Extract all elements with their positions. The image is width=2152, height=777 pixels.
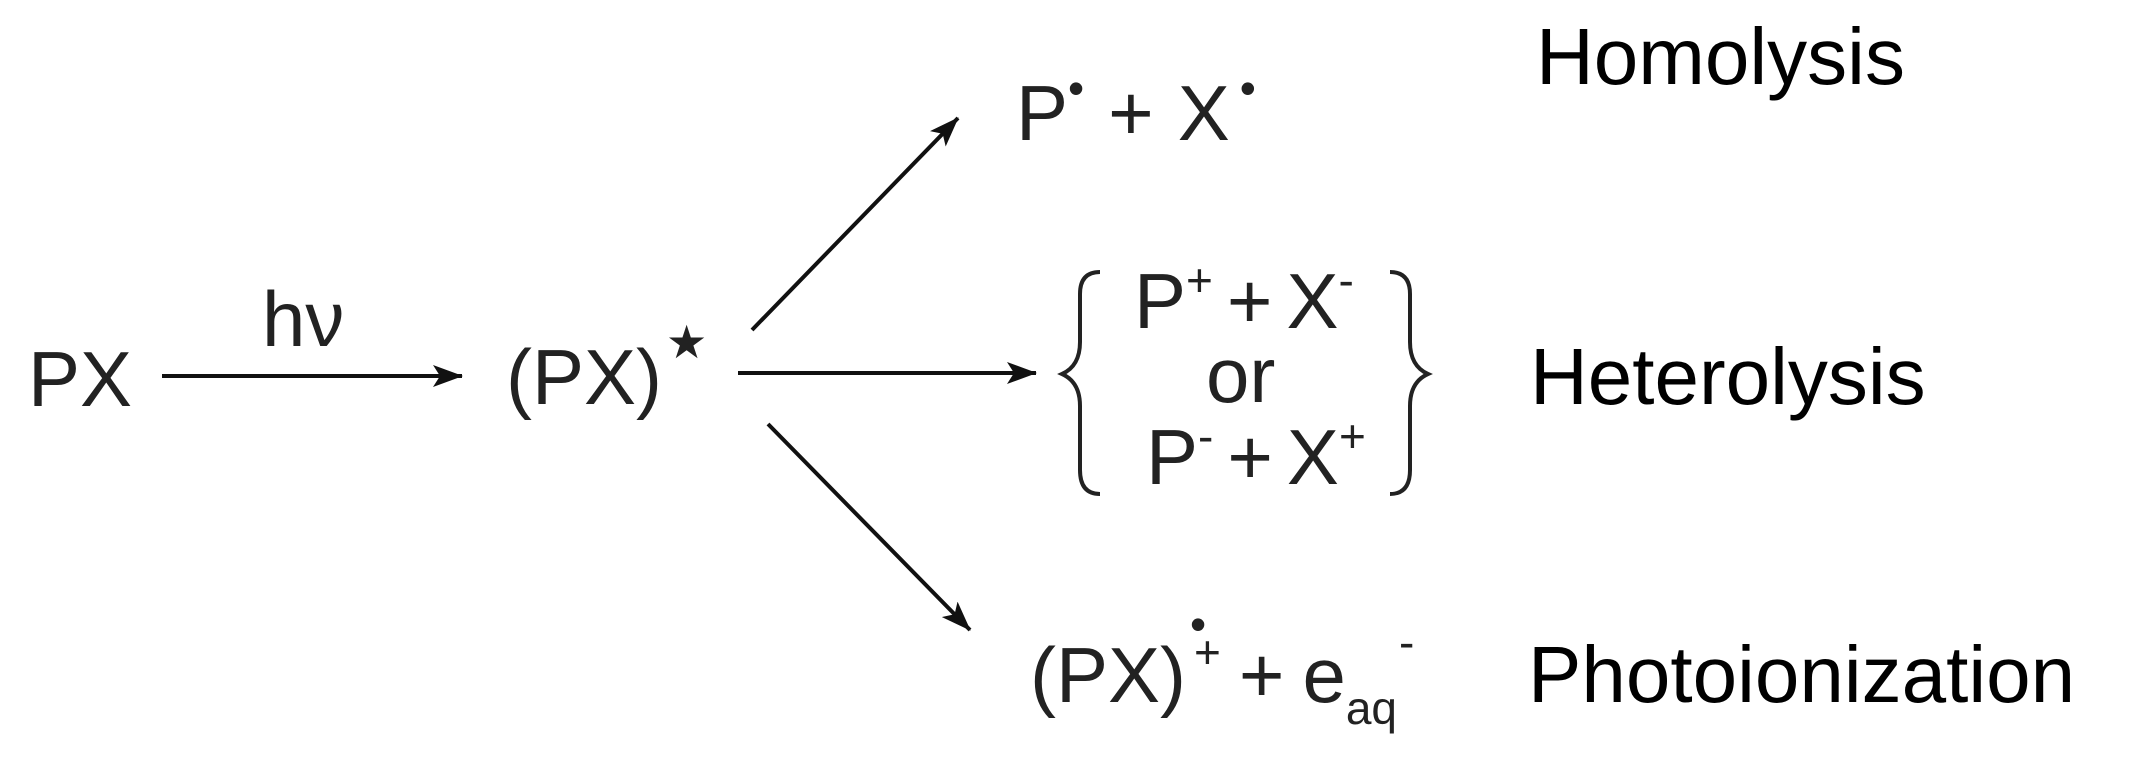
photoionization-cation: (PX) xyxy=(1030,631,1186,719)
heterolysis-right-brace xyxy=(1389,270,1433,496)
homolysis-label: Homolysis xyxy=(1536,12,1905,101)
photoionization-charge: + xyxy=(1194,626,1221,678)
excited-state-base: (PX) xyxy=(506,333,662,421)
photoionization-radical-dot: • xyxy=(1190,598,1206,650)
homolysis-plus: + xyxy=(1108,69,1154,157)
heterolysis-or: or xyxy=(1206,331,1275,419)
photoionization-arrow xyxy=(766,422,972,632)
photoionization-e-charge: - xyxy=(1399,616,1414,668)
heterolysis-x-2: X xyxy=(1287,413,1339,501)
heterolysis-p-2: P xyxy=(1146,413,1198,501)
homolysis-p-radical-dot: • xyxy=(1068,62,1084,114)
excited-state: (PX)★ xyxy=(506,316,707,421)
heterolysis-x-1: X xyxy=(1286,257,1338,345)
homolysis-x: X xyxy=(1178,69,1230,157)
excited-star-icon: ★ xyxy=(666,316,707,368)
heterolysis-p-charge-1: + xyxy=(1186,254,1213,306)
homolysis-products: P•+X• xyxy=(1016,62,1256,157)
homolysis-p: P xyxy=(1016,69,1068,157)
heterolysis-label: Heterolysis xyxy=(1530,332,1926,421)
heterolysis-plus-2: + xyxy=(1227,413,1273,501)
light-label: hν xyxy=(262,275,344,363)
heterolysis-p-charge-2: - xyxy=(1198,410,1213,462)
reactant-px: PX xyxy=(28,335,132,423)
photoionization-e: e xyxy=(1302,631,1345,719)
heterolysis-plus-1: + xyxy=(1227,257,1273,345)
heterolysis-x-charge-2: + xyxy=(1339,410,1366,462)
heterolysis-line-2: P-+X+ xyxy=(1146,410,1366,501)
photoionization-e-sub: aq xyxy=(1346,682,1397,734)
photoionization-label: Photoionization xyxy=(1528,630,2075,719)
heterolysis-x-charge-1: - xyxy=(1339,254,1354,306)
homolysis-x-radical-dot: • xyxy=(1240,62,1256,114)
heterolysis-line-1: P++X- xyxy=(1134,254,1354,345)
heterolysis-left-brace xyxy=(1057,270,1101,496)
photoionization-plus: + xyxy=(1239,631,1285,719)
photoionization-products: (PX)++eaq- xyxy=(1030,616,1414,734)
heterolysis-p-1: P xyxy=(1134,257,1186,345)
homolysis-arrow xyxy=(750,116,960,332)
